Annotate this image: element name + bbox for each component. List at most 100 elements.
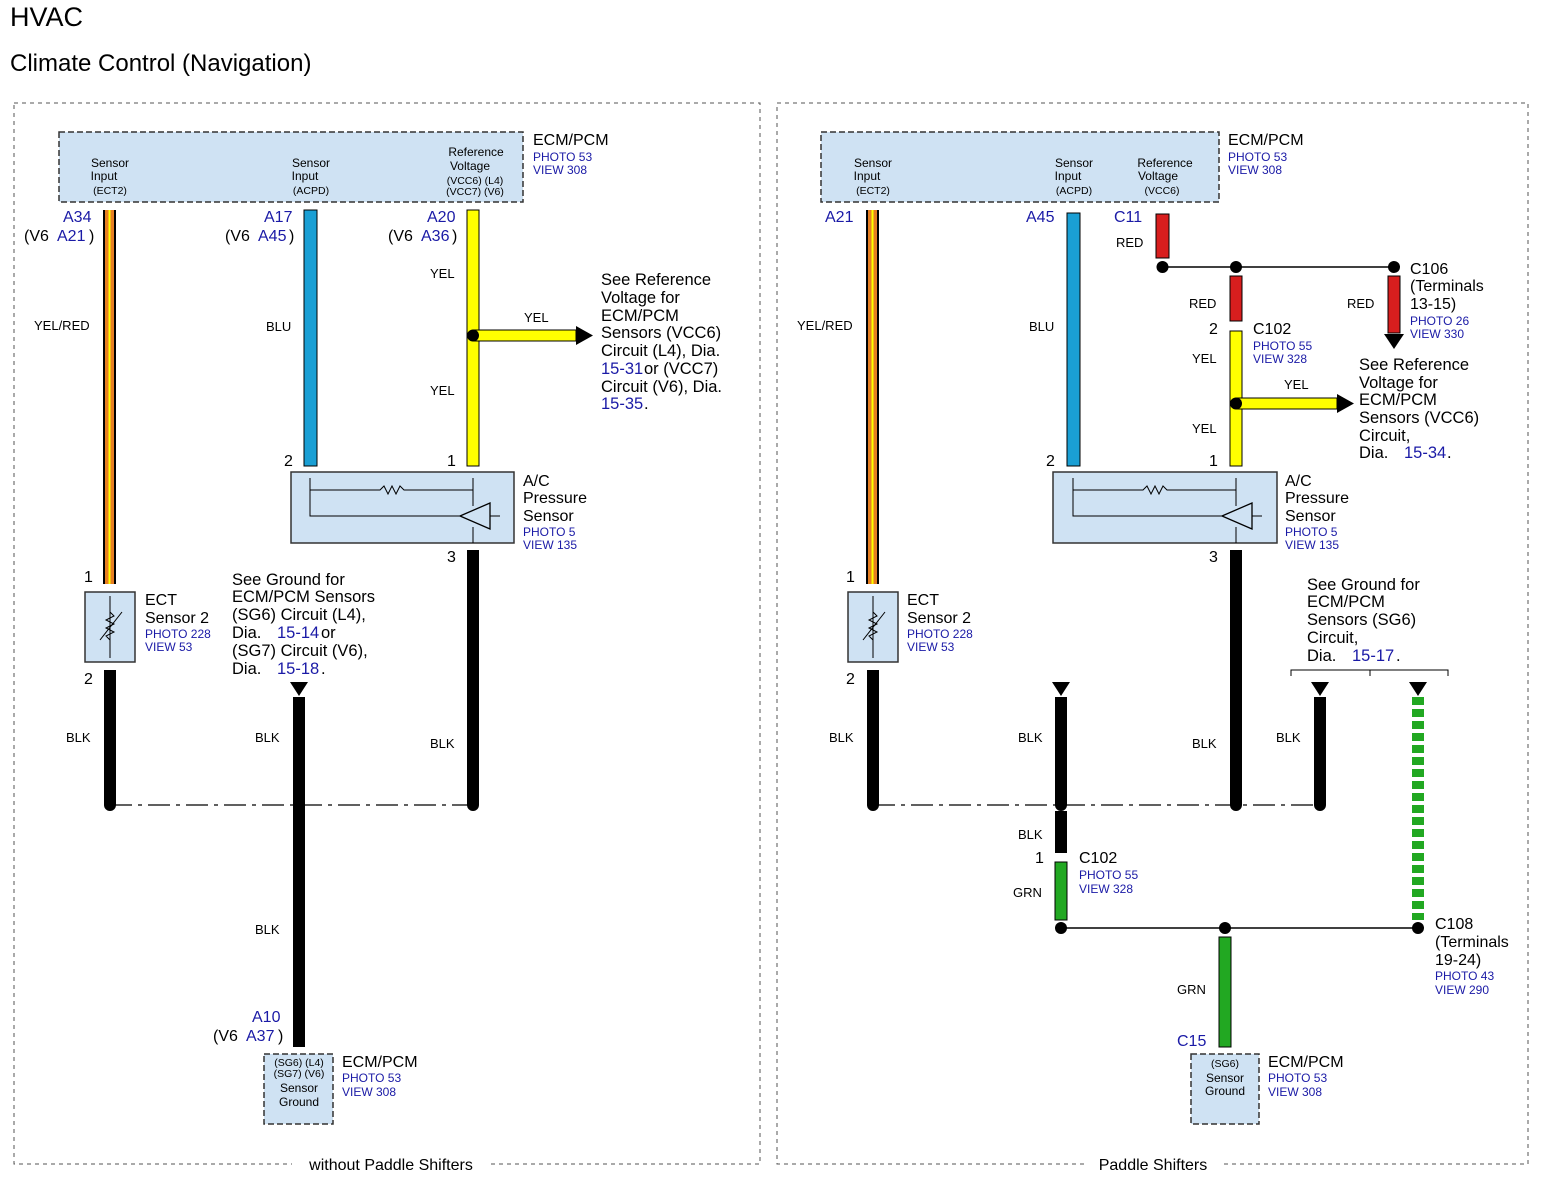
left-pin-close-1: ): [89, 228, 94, 245]
left-ecm-t2a: Sensor: [292, 156, 330, 170]
right-ect-l2: Sensor 2: [907, 610, 971, 627]
left-ref-link-1535[interactable]: 15-35: [601, 395, 643, 413]
right-ac-pin2: 2: [1046, 453, 1055, 470]
svg-text:See Reference: See Reference: [601, 271, 711, 289]
left-ref-link-1531[interactable]: 15-31: [601, 360, 643, 378]
left-wire-yelred: [103, 210, 116, 584]
left-pin-a20[interactable]: A20: [427, 209, 456, 226]
right-ecm-b-photo[interactable]: PHOTO 53: [1268, 1071, 1327, 1085]
right-c108-photo[interactable]: PHOTO 43: [1435, 969, 1494, 983]
right-ecm-b-view[interactable]: VIEW 308: [1268, 1085, 1322, 1099]
right-ac-pressure-sensor: [1052, 471, 1278, 544]
right-ecm-t1a: Sensor: [854, 156, 892, 170]
left-ecm-photo[interactable]: PHOTO 53: [533, 150, 592, 164]
left-pin-v6-3: (V6: [388, 228, 413, 245]
svg-text:Dia.: Dia.: [232, 624, 261, 642]
right-c102a-photo[interactable]: PHOTO 55: [1253, 339, 1312, 353]
right-ac-photo[interactable]: PHOTO 5: [1285, 525, 1338, 539]
right-pin-a21[interactable]: A21: [825, 209, 854, 226]
left-pin-a36[interactable]: A36: [421, 228, 450, 245]
right-c102-pin2: 2: [1209, 321, 1218, 338]
right-c102b-view[interactable]: VIEW 328: [1079, 882, 1133, 896]
left-gnd-link-1518[interactable]: 15-18: [277, 660, 319, 678]
right-wire-blk-gnd2: [1314, 697, 1326, 805]
right-ecm-photo[interactable]: PHOTO 53: [1228, 150, 1287, 164]
right-c106-photo[interactable]: PHOTO 26: [1410, 314, 1469, 328]
left-ect-sensor: [84, 591, 136, 663]
right-wire-grn-1: [1054, 861, 1068, 921]
left-ecm-b-view[interactable]: VIEW 308: [342, 1085, 396, 1099]
right-wire-label-blu: BLU: [1029, 319, 1054, 334]
left-pin-a34[interactable]: A34: [63, 209, 92, 226]
svg-text:Dia.: Dia.: [1307, 647, 1336, 665]
right-ect-pin2: 2: [846, 671, 855, 688]
right-wire-label-yel-3: YEL: [1284, 377, 1309, 392]
left-pin-a45[interactable]: A45: [258, 228, 287, 245]
left-wire-yel-branch: [472, 329, 577, 342]
left-ect-l2: Sensor 2: [145, 610, 209, 627]
right-ecm-pcm-bottom: [1190, 1053, 1260, 1125]
right-pin-c11[interactable]: C11: [1114, 209, 1142, 226]
right-ecm-b-t1: (SG6): [1211, 1058, 1239, 1070]
right-wire-label-yelred: YEL/RED: [797, 318, 853, 333]
left-ecm-t1b: Input: [91, 169, 118, 183]
left-ac-view[interactable]: VIEW 135: [523, 538, 577, 552]
left-ac-pin2: 2: [284, 453, 293, 470]
right-pin-a45[interactable]: A45: [1026, 209, 1055, 226]
right-c106-l3: 13-15): [1410, 296, 1456, 313]
left-wire-blk-ac: [467, 550, 479, 805]
svg-text:Voltage for: Voltage for: [601, 289, 680, 307]
left-ect-l1: ECT: [145, 592, 177, 609]
right-ac-l3: Sensor: [1285, 508, 1336, 525]
left-ect-view[interactable]: VIEW 53: [145, 640, 193, 654]
left-ecm-pcm-top: [58, 131, 524, 203]
right-ect-view[interactable]: VIEW 53: [907, 640, 955, 654]
left-pin-a21[interactable]: A21: [57, 228, 86, 245]
right-wire-label-red-3: RED: [1347, 296, 1374, 311]
left-wire-label-yelred: YEL/RED: [34, 318, 90, 333]
left-ac-pin3: 3: [447, 549, 456, 566]
left-ecm-view[interactable]: VIEW 308: [533, 163, 587, 177]
right-ecm-name: ECM/PCM: [1228, 132, 1304, 149]
left-ecm-b-t3: Sensor: [280, 1081, 318, 1095]
left-gnd-link-1514[interactable]: 15-14: [277, 624, 319, 642]
left-pin-close-3: ): [452, 228, 457, 245]
left-ac-photo[interactable]: PHOTO 5: [523, 525, 576, 539]
right-c102a-view[interactable]: VIEW 328: [1253, 352, 1307, 366]
right-ac-view[interactable]: VIEW 135: [1285, 538, 1339, 552]
right-ecm-view[interactable]: VIEW 308: [1228, 163, 1282, 177]
right-c102b-photo[interactable]: PHOTO 55: [1079, 868, 1138, 882]
svg-text:Sensors (VCC6): Sensors (VCC6): [1359, 409, 1479, 427]
right-ecm-t2c: (ACPD): [1056, 185, 1092, 197]
right-ecm-b-t3: Ground: [1205, 1084, 1245, 1098]
right-wire-label-blk-1: BLK: [829, 730, 854, 745]
left-ect-photo[interactable]: PHOTO 228: [145, 627, 211, 641]
right-pin-c15[interactable]: C15: [1177, 1033, 1206, 1050]
right-c108-name: C108: [1435, 916, 1473, 933]
left-pin-a17[interactable]: A17: [264, 209, 293, 226]
right-ac-pin3: 3: [1209, 549, 1218, 566]
right-ecm-t3c: (VCC6): [1144, 185, 1179, 197]
right-wire-label-red-2: RED: [1189, 296, 1216, 311]
right-wire-label-blk-3: BLK: [1192, 736, 1217, 751]
right-c106-name: C106: [1410, 261, 1448, 278]
left-ecm-t2c: (ACPD): [293, 185, 329, 197]
left-ac-l1: A/C: [523, 473, 550, 490]
left-ecm-b-photo[interactable]: PHOTO 53: [342, 1071, 401, 1085]
right-c102a-name: C102: [1253, 321, 1291, 338]
right-c106-view[interactable]: VIEW 330: [1410, 327, 1464, 341]
right-gnd-link-1517[interactable]: 15-17: [1352, 647, 1394, 665]
right-ecm-b-t2: Sensor: [1206, 1071, 1244, 1085]
left-ac-pressure-sensor: [290, 471, 515, 544]
left-wire-label-blk-1: BLK: [66, 730, 91, 745]
left-pin-a37[interactable]: A37: [246, 1028, 275, 1045]
right-c108-l2: (Terminals: [1435, 934, 1509, 951]
right-c108-view[interactable]: VIEW 290: [1435, 983, 1489, 997]
right-ect-l1: ECT: [907, 592, 939, 609]
right-ref-link-1534[interactable]: 15-34: [1404, 444, 1446, 462]
svg-text:(SG6) Circuit (L4),: (SG6) Circuit (L4),: [232, 606, 366, 624]
left-wire-label-yel-3: YEL: [524, 310, 549, 325]
right-ect-photo[interactable]: PHOTO 228: [907, 627, 973, 641]
left-pin-a10[interactable]: A10: [252, 1009, 281, 1026]
left-pin-v6-1: (V6: [24, 228, 49, 245]
